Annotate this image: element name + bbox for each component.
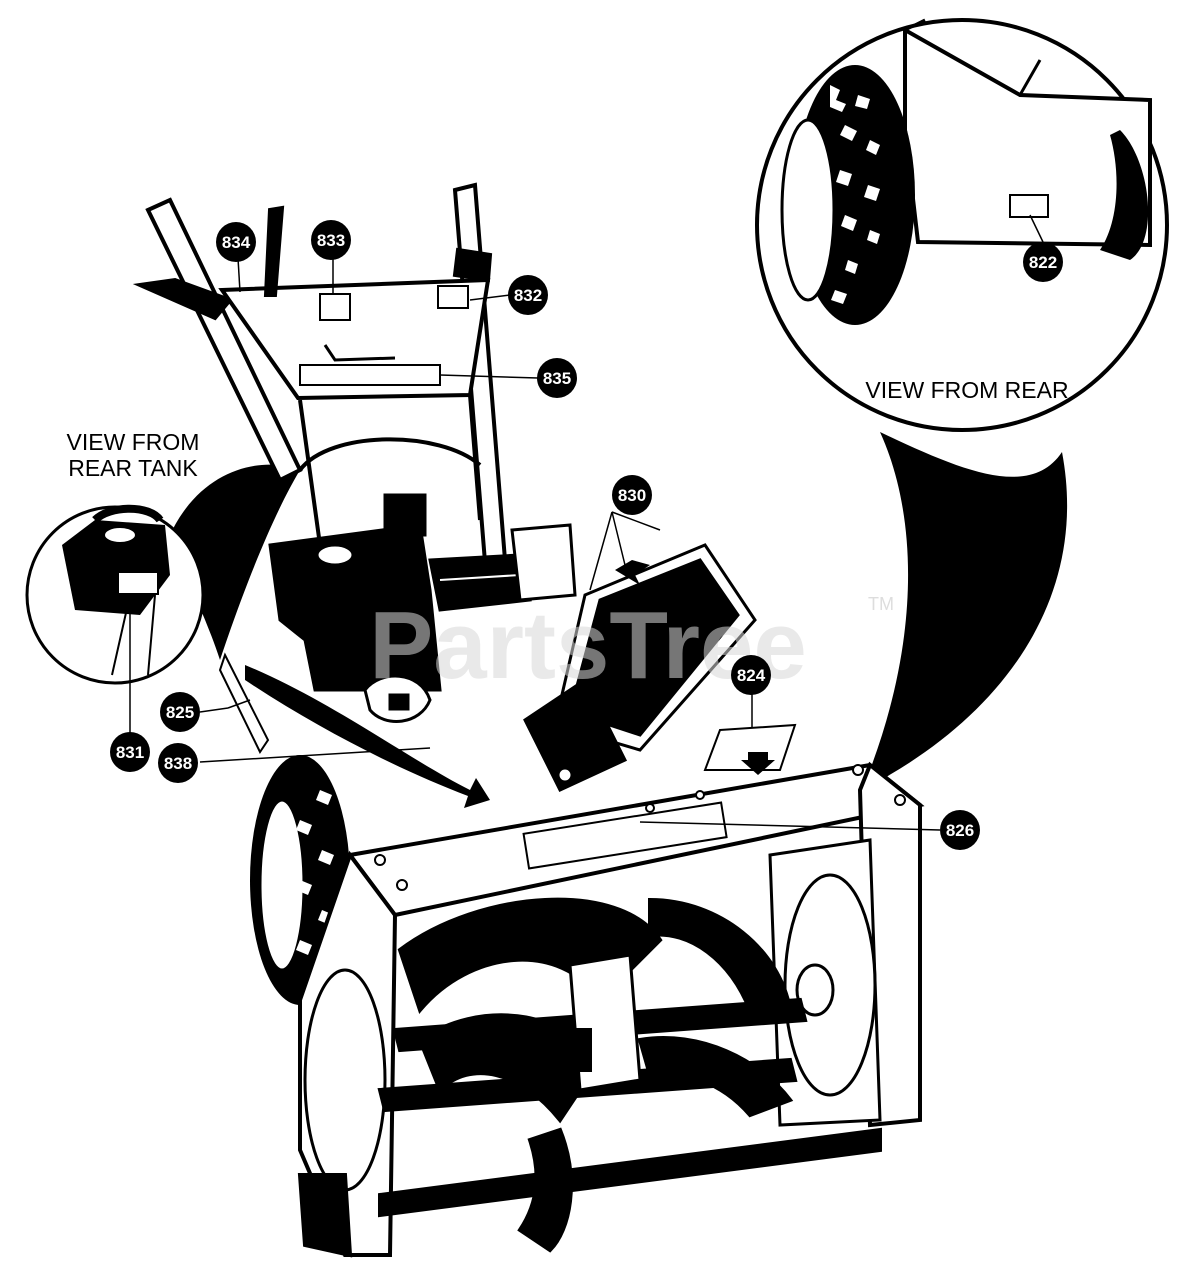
rear-tank-view-inset: VIEW FROM REAR TANK [25,429,300,685]
callout-826[interactable]: 826 [940,810,980,850]
callout-831[interactable]: 831 [110,732,150,772]
callout-824[interactable]: 824 [731,655,771,695]
callout-825[interactable]: 825 [160,692,200,732]
handle-assembly [132,182,508,565]
svg-text:825: 825 [166,703,194,722]
callout-822[interactable]: 822 [1023,242,1063,282]
callout-835[interactable]: 835 [537,358,577,398]
decal-824 [703,723,797,771]
rear-tank-view-label-line1: VIEW FROM [67,429,200,455]
svg-text:822: 822 [1029,253,1057,272]
rear-view-inset [755,18,1169,432]
svg-text:826: 826 [946,821,974,840]
arrow-830 [615,560,650,585]
callout-838[interactable]: 838 [158,743,198,783]
arrow-824 [741,752,775,775]
callout-834[interactable]: 834 [216,222,256,262]
rear-view-label: VIEW FROM REAR [865,377,1068,403]
engine [268,493,577,723]
svg-text:831: 831 [116,743,144,762]
svg-text:832: 832 [514,286,542,305]
svg-text:824: 824 [737,666,766,685]
leader-lines [129,214,1044,831]
svg-text:834: 834 [222,233,251,252]
callout-830[interactable]: 830 [612,475,652,515]
svg-text:835: 835 [543,369,571,388]
callout-832[interactable]: 832 [508,275,548,315]
svg-text:838: 838 [164,754,192,773]
discharge-chute [523,543,757,792]
svg-text:833: 833 [317,231,345,250]
arrow-838 [245,665,490,808]
auger-housing [297,761,925,1258]
decal-825 [218,652,270,755]
rear-view-connector-shape [862,432,1068,790]
rear-tank-view-label-line2: REAR TANK [68,455,198,481]
watermark-tm: TM [868,594,894,614]
svg-text:830: 830 [618,486,646,505]
callout-833[interactable]: 833 [311,220,351,260]
